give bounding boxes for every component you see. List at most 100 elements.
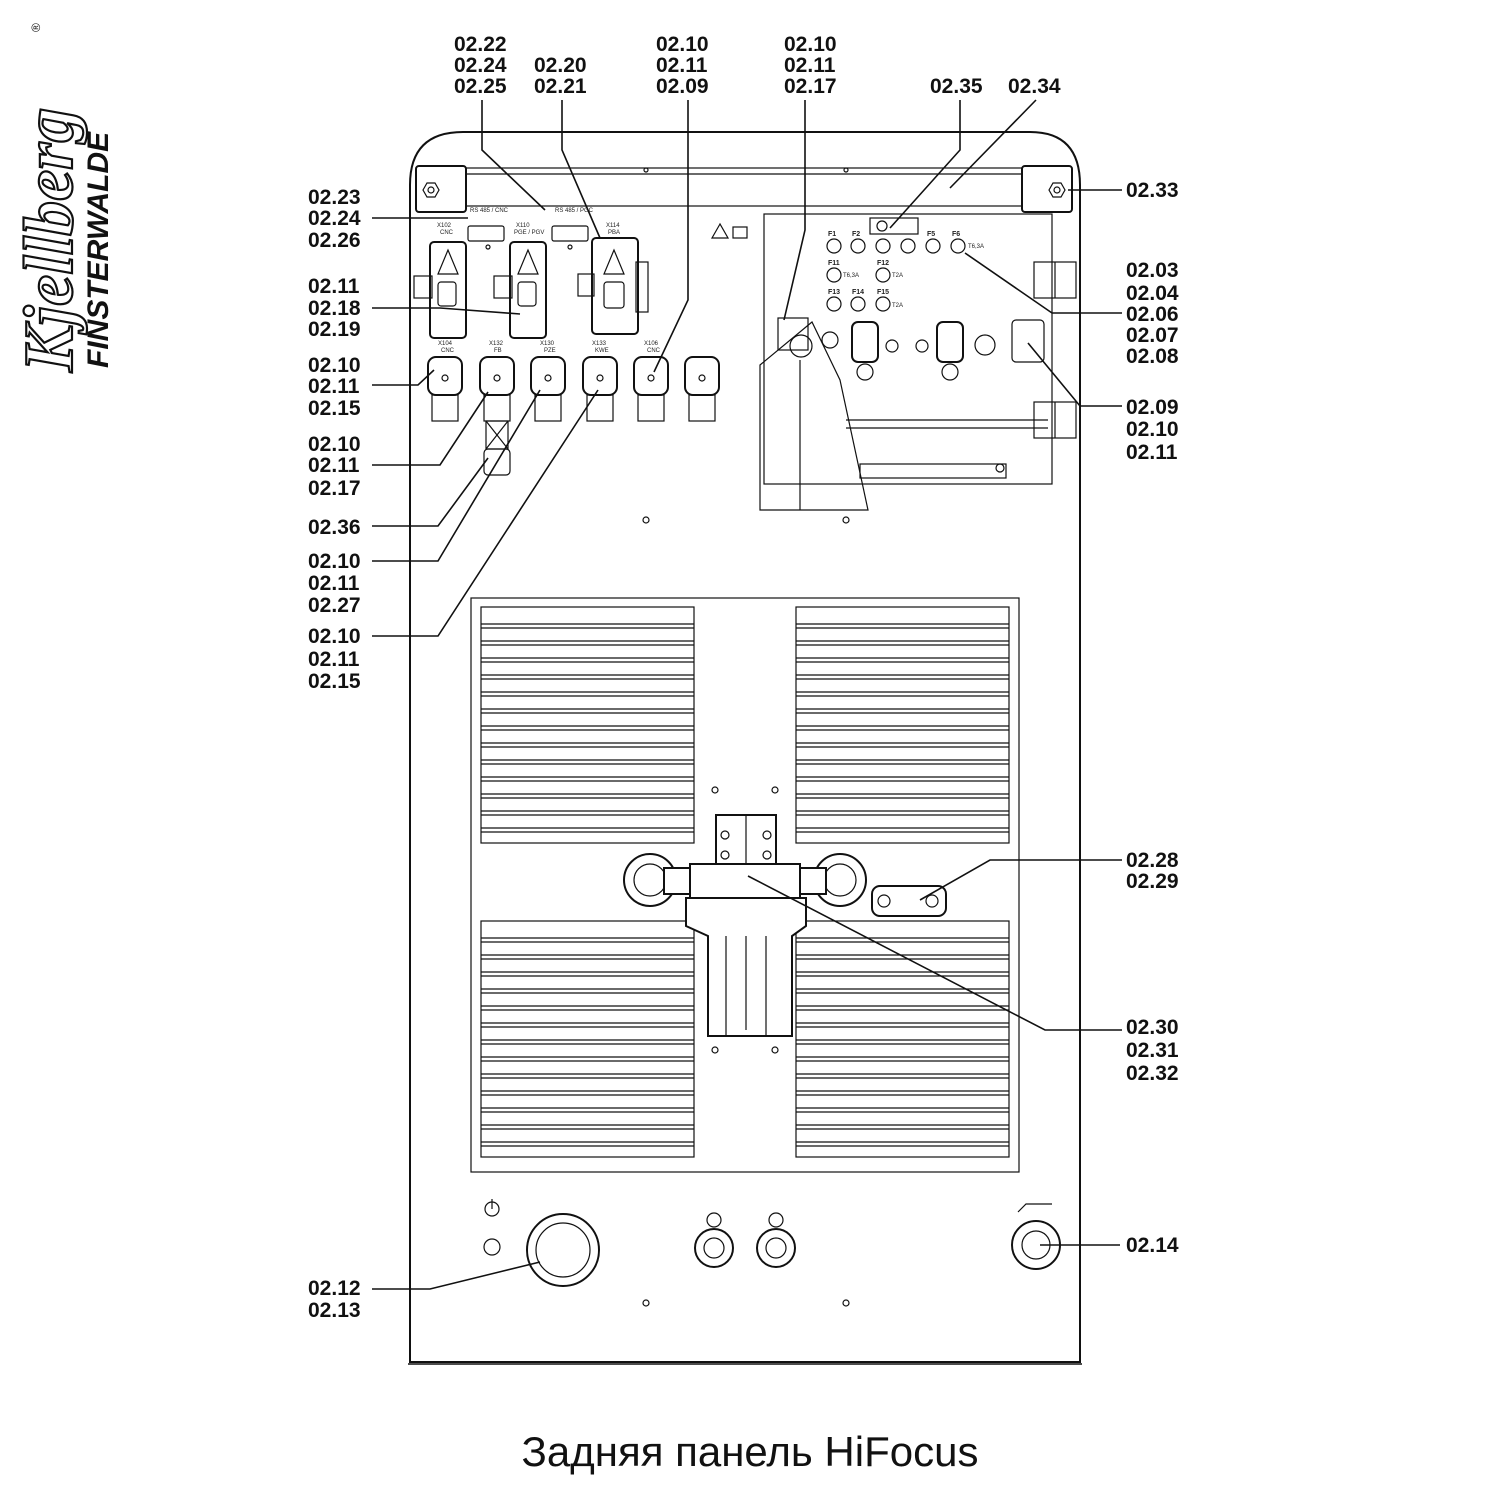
- callout-label: 02.10: [656, 33, 709, 56]
- callout-label: 02.10: [308, 354, 361, 377]
- callout-label: 02.32: [1126, 1062, 1179, 1085]
- svg-text:PGE / PGV: PGE / PGV: [514, 230, 544, 236]
- svg-text:T2A: T2A: [892, 273, 903, 279]
- hv-warning-icon: [437, 248, 459, 275]
- svg-text:KWE: KWE: [595, 348, 609, 354]
- brand-name: Kjellberg: [11, 108, 88, 373]
- svg-text:X114: X114: [606, 223, 620, 229]
- svg-text:CNC: CNC: [440, 230, 454, 236]
- cooling-grille: [470, 597, 1020, 1173]
- svg-text:X102: X102: [437, 223, 452, 229]
- coolant-out-icon: [706, 1212, 722, 1228]
- svg-text:PBA: PBA: [608, 230, 620, 236]
- callout-label: 02.09: [1126, 396, 1179, 419]
- hv-connector-x114: [577, 237, 649, 335]
- hex-bolt-icon: [422, 182, 440, 198]
- svg-text:F13: F13: [828, 289, 840, 296]
- grille-bottom-left: [480, 920, 695, 1158]
- callout-label: 02.27: [308, 594, 361, 617]
- kjellberg-logo: Kjellberg FINSTERWALDE ®: [10, 23, 115, 374]
- rs485-cnc-port: [467, 225, 505, 242]
- small-connector-row: [427, 356, 720, 476]
- hv-warning-icon: [603, 248, 625, 275]
- svg-text:X130: X130: [540, 341, 555, 347]
- callout-label: 02.17: [308, 477, 361, 500]
- svg-text:PZE: PZE: [544, 348, 556, 354]
- callout-label: 02.09: [656, 75, 709, 98]
- callout-label: 02.19: [308, 318, 361, 341]
- callout-label: 02.31: [1126, 1039, 1179, 1062]
- warning-symbols: [710, 222, 748, 239]
- callout-label: 02.20: [534, 54, 587, 77]
- svg-text:F14: F14: [852, 289, 864, 296]
- callout-label: 02.10: [308, 550, 361, 573]
- bracket: [871, 885, 947, 917]
- svg-text:X104: X104: [438, 341, 453, 347]
- top-handle-bar: [415, 165, 1073, 213]
- grille-bottom-right: [795, 920, 1010, 1158]
- callout-label: 02.13: [308, 1299, 361, 1322]
- bottom-connectors: [483, 1199, 1061, 1287]
- hex-bolt-icon: [1048, 182, 1066, 198]
- callout-labels: 02.22 02.24 02.25 02.20 02.21 02.10 02.1…: [308, 33, 1179, 1322]
- callout-label: 02.17: [784, 75, 837, 98]
- fuse-holders: [826, 238, 966, 312]
- fuse-panel: F1 F2 F5 F6 F11 F12 F13 F14 F15 T6,3A T6…: [759, 213, 1077, 511]
- callout-label: 02.11: [308, 375, 360, 398]
- callout-label: 02.23: [308, 186, 361, 209]
- callout-label: 02.10: [308, 433, 361, 456]
- callout-label: 02.08: [1126, 345, 1179, 368]
- registered-mark: ®: [29, 23, 43, 32]
- callout-label: 02.06: [1126, 303, 1179, 326]
- svg-text:X132: X132: [489, 341, 504, 347]
- callout-label: 02.12: [308, 1277, 361, 1300]
- callout-label: 02.03: [1126, 259, 1179, 282]
- callout-label: 02.11: [784, 54, 836, 77]
- svg-text:CNC: CNC: [441, 348, 455, 354]
- svg-text:X133: X133: [592, 341, 607, 347]
- callout-label: 02.30: [1126, 1016, 1179, 1039]
- callout-label: 02.24: [308, 207, 361, 230]
- callout-label: 02.11: [1126, 441, 1178, 464]
- callout-label: 02.18: [308, 297, 361, 320]
- callout-label: 02.36: [308, 516, 361, 539]
- callout-label: 02.04: [1126, 282, 1179, 305]
- svg-text:RS 485 / PGC: RS 485 / PGC: [555, 208, 594, 214]
- svg-text:RS 485 / CNC: RS 485 / CNC: [470, 208, 509, 214]
- hv-warning-icon: [517, 248, 539, 275]
- svg-text:F15: F15: [877, 289, 889, 296]
- coolant-filter: [623, 814, 947, 1037]
- callout-label: 02.29: [1126, 870, 1179, 893]
- svg-text:F11: F11: [828, 260, 840, 267]
- callout-label: 02.14: [1126, 1234, 1179, 1257]
- grille-top-left: [480, 606, 695, 844]
- rs485-pgc-port: [551, 225, 589, 242]
- svg-text:CNC: CNC: [647, 348, 661, 354]
- callout-label: 02.34: [1008, 75, 1061, 98]
- callout-label: 02.24: [454, 54, 507, 77]
- callout-label: 02.10: [308, 625, 361, 648]
- svg-text:F5: F5: [927, 231, 935, 238]
- svg-text:F6: F6: [952, 231, 960, 238]
- callout-label: 02.07: [1126, 324, 1179, 347]
- svg-text:FB: FB: [494, 348, 502, 354]
- callout-label: 02.33: [1126, 179, 1179, 202]
- callout-label: 02.11: [308, 275, 360, 298]
- callout-label: 02.22: [454, 33, 507, 56]
- callout-label: 02.11: [308, 572, 360, 595]
- callout-label: 02.11: [656, 54, 708, 77]
- callout-label: 02.21: [534, 75, 587, 98]
- svg-text:T6,3A: T6,3A: [968, 244, 984, 250]
- svg-text:F12: F12: [877, 260, 889, 267]
- callout-label: 02.10: [1126, 418, 1179, 441]
- ground-stud: [483, 1238, 501, 1256]
- svg-text:F1: F1: [828, 231, 836, 238]
- svg-text:F2: F2: [852, 231, 860, 238]
- callout-label: 02.11: [308, 454, 360, 477]
- callout-label: 02.15: [308, 670, 361, 693]
- svg-text:X106: X106: [644, 341, 659, 347]
- mounting-holes: [642, 167, 850, 1307]
- main-power-inlet: [526, 1213, 600, 1287]
